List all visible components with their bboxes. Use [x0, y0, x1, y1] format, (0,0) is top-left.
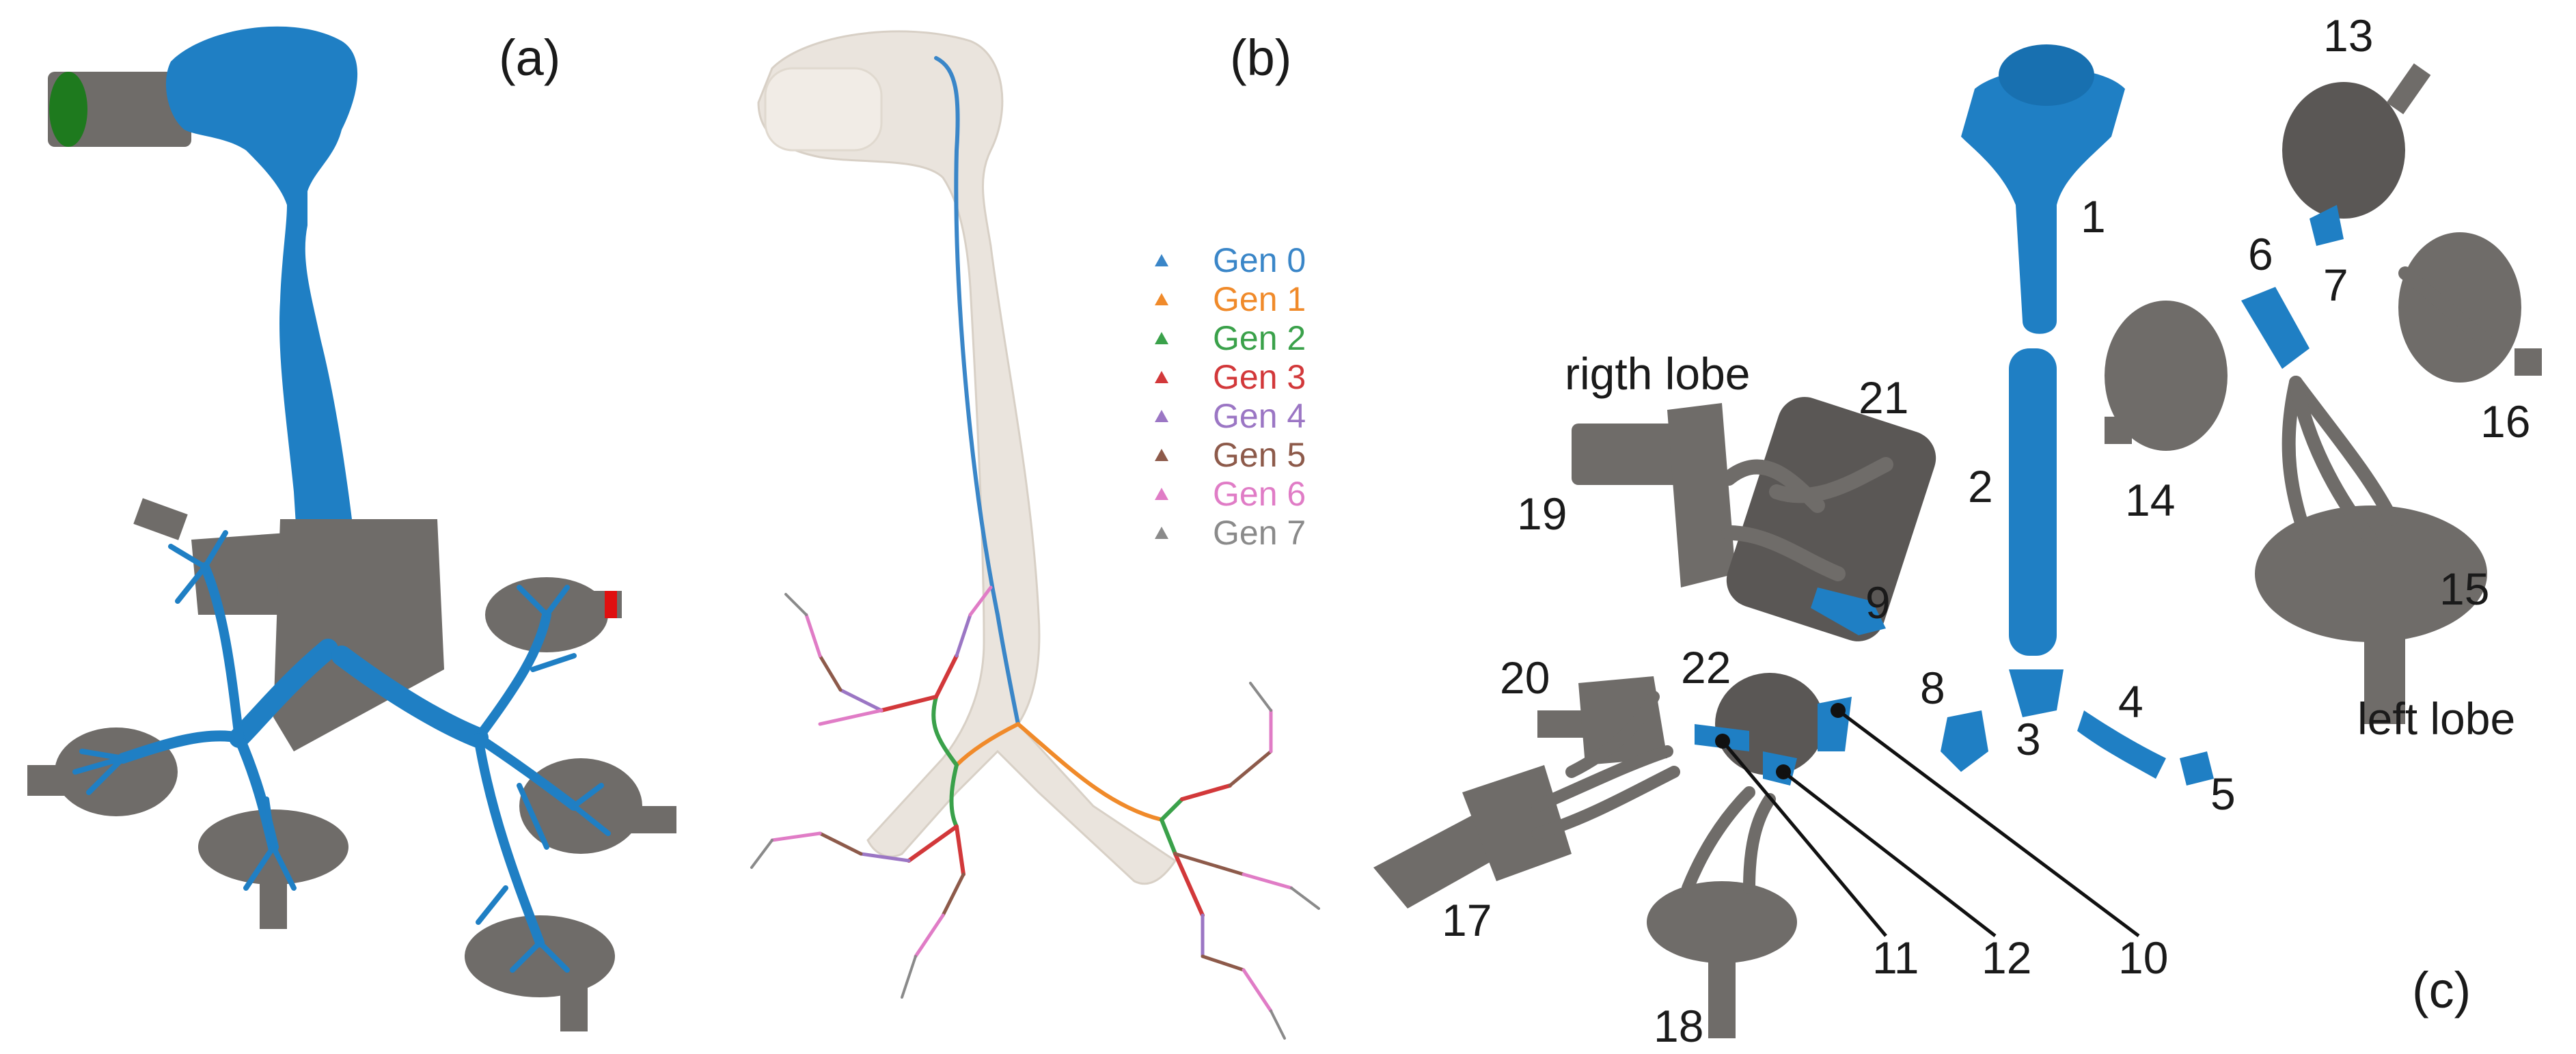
legend-marker-icon: [1155, 293, 1168, 305]
gen0-centerline: [934, 56, 1020, 726]
segment-6: [2241, 287, 2310, 369]
legend-label: Gen 0: [1213, 241, 1306, 279]
segment-number-9: 9: [1865, 577, 1891, 628]
legend-item-gen2: Gen 2: [1155, 319, 1306, 357]
panel-label-c: (c): [2412, 962, 2471, 1018]
legend-marker-icon: [1155, 449, 1168, 461]
gen2-centerline: [931, 695, 1184, 856]
legend-item-gen6: Gen 6: [1155, 475, 1306, 513]
outlet-caps-a: [27, 498, 676, 1031]
gen4-centerline: [838, 613, 1205, 958]
gen1-centerline: [955, 722, 1164, 822]
segment-3: [2009, 669, 2064, 717]
segment-1: [1961, 44, 2125, 334]
segment-8: [1941, 710, 1988, 772]
legend-marker-icon: [1155, 527, 1168, 539]
right-lobe-upper: [1572, 397, 1936, 641]
segment-2: [2009, 348, 2057, 656]
segment-number-21: 21: [1859, 372, 1908, 423]
segment-number-8: 8: [1920, 663, 1945, 713]
segment-number-14: 14: [2125, 475, 2175, 525]
segment-number-1: 1: [2081, 191, 2106, 242]
segment-number-10: 10: [2118, 932, 2168, 983]
segment-9: [1811, 587, 1886, 635]
legend-item-gen1: Gen 1: [1155, 280, 1306, 318]
panel-c-labels: rigth lobe left lobe 1 2 3 4 5 6 7 8 9 1…: [1442, 10, 2530, 1051]
segment-5: [2180, 751, 2214, 786]
legend-item-gen4: Gen 4: [1155, 397, 1306, 435]
legend-item-gen7: Gen 7: [1155, 514, 1306, 552]
legend-label: Gen 2: [1213, 319, 1306, 357]
right-lobe-label: rigth lobe: [1565, 348, 1751, 399]
panel-a: (a): [27, 26, 676, 1031]
centerline-tree: [750, 56, 1320, 1040]
panel-c: rigth lobe left lobe 1 2 3 4 5 6 7 8 9 1…: [1373, 10, 2542, 1051]
panel-label-b: (b): [1230, 29, 1291, 86]
right-lobe-lower: [1373, 673, 2140, 1038]
legend-label: Gen 1: [1213, 280, 1306, 318]
legend-label: Gen 3: [1213, 358, 1306, 396]
left-lobe: [2105, 63, 2542, 724]
gen3-centerline: [879, 654, 1232, 917]
segment-7: [2310, 205, 2344, 246]
legend-marker-icon: [1155, 488, 1168, 500]
upper-airway-model: [165, 26, 363, 656]
segment-number-18: 18: [1654, 1001, 1703, 1051]
segment-number-2: 2: [1968, 461, 1993, 512]
leader-lines: [1721, 709, 2140, 937]
panel-b: (b) Gen 0 Gen 1 Gen 2 Gen 3 Gen 4: [750, 29, 1320, 1040]
legend-marker-icon: [1155, 254, 1168, 266]
segment-number-22: 22: [1681, 642, 1731, 693]
segment-number-4: 4: [2118, 676, 2143, 727]
legend-label: Gen 7: [1213, 514, 1306, 552]
gen7-centerline: [750, 593, 1320, 1040]
segment-4: [2077, 710, 2166, 779]
segment-number-16: 16: [2480, 396, 2530, 447]
legend-label: Gen 6: [1213, 475, 1306, 513]
segment-number-3: 3: [2016, 714, 2041, 764]
legend-item-gen5: Gen 5: [1155, 436, 1306, 474]
segment-number-19: 19: [1517, 488, 1567, 539]
translucent-airway-mesh: [757, 30, 1177, 885]
legend-label: Gen 5: [1213, 436, 1306, 474]
segment-number-20: 20: [1500, 652, 1550, 703]
left-lobe-label: left lobe: [2357, 693, 2515, 744]
segment-number-12: 12: [1982, 932, 2031, 983]
legend-label: Gen 4: [1213, 397, 1306, 435]
legend-marker-icon: [1155, 332, 1168, 344]
segment-number-6: 6: [2248, 229, 2273, 279]
segment-number-13: 13: [2323, 10, 2373, 61]
segment-number-17: 17: [1442, 895, 1492, 945]
panel-label-a: (a): [499, 29, 560, 86]
gen6-centerline: [770, 585, 1293, 1013]
bronchial-tree-a: [72, 530, 611, 973]
segment-number-11: 11: [1872, 932, 1919, 983]
gen5-centerline: [818, 654, 1273, 972]
legend-item-gen3: Gen 3: [1155, 358, 1306, 396]
legend-item-gen0: Gen 0: [1155, 241, 1306, 279]
segment-number-15: 15: [2439, 564, 2489, 614]
generation-legend: Gen 0 Gen 1 Gen 2 Gen 3 Gen 4 Gen 5: [1155, 241, 1306, 552]
segment-number-5: 5: [2210, 768, 2236, 819]
inlet-cylinder: [48, 72, 191, 147]
segment-number-7: 7: [2323, 260, 2348, 310]
legend-marker-icon: [1155, 410, 1168, 422]
legend-marker-icon: [1155, 371, 1168, 383]
